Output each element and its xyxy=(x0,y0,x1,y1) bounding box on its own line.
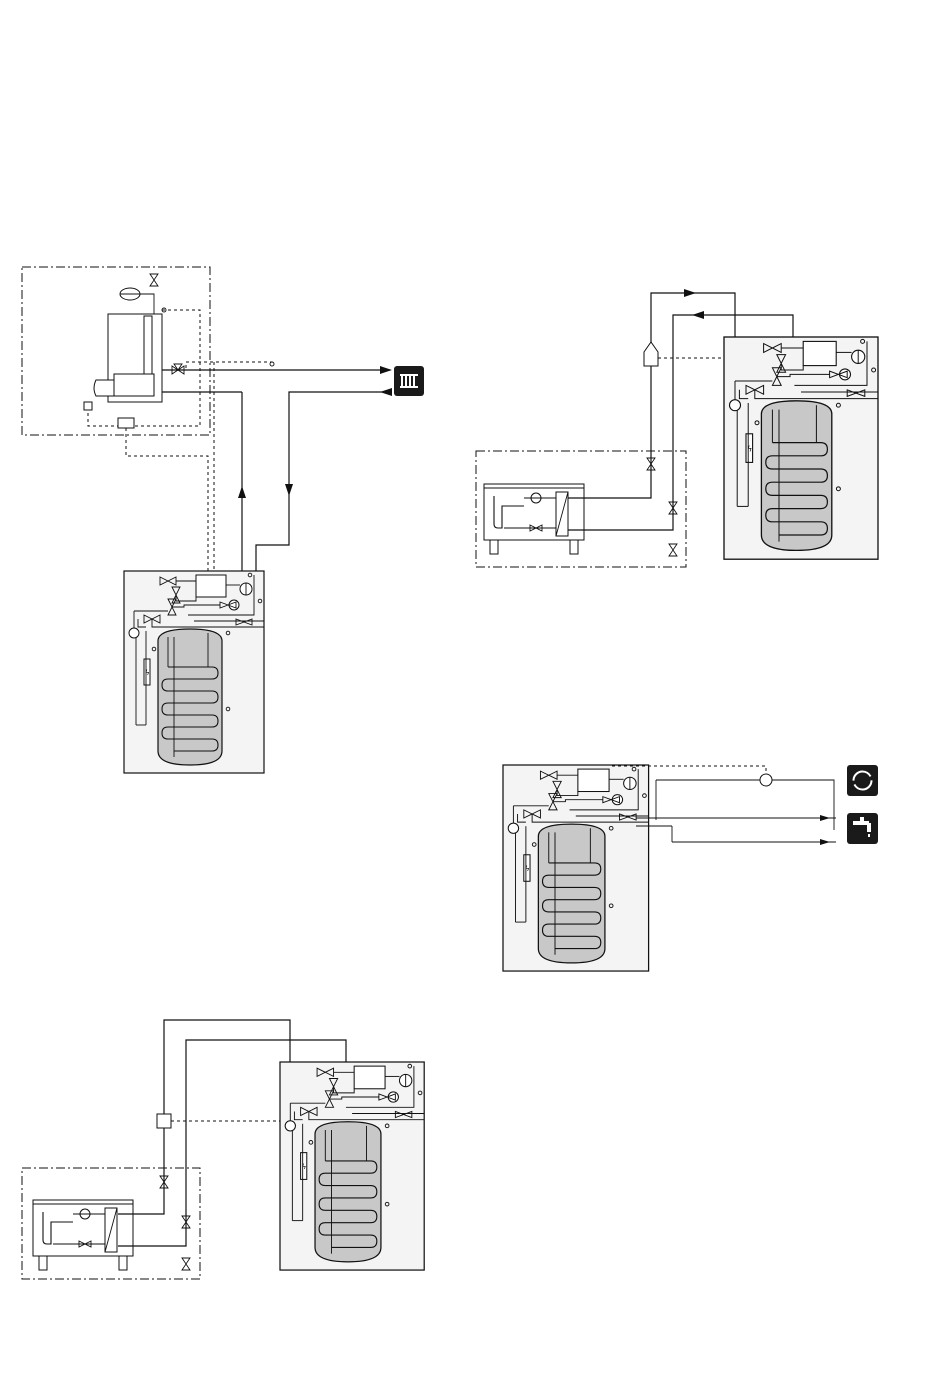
storage-tank-unit-3 xyxy=(503,765,649,971)
junction-box-icon xyxy=(157,1114,171,1128)
storage-tank-unit-4 xyxy=(280,1062,424,1270)
dhw-circulation-diagram xyxy=(503,765,878,971)
ground-collector-diagram xyxy=(22,1020,424,1279)
circulation-pump xyxy=(760,774,772,786)
brine-unit-1 xyxy=(484,484,584,554)
boiler-radiator-diagram xyxy=(22,267,424,773)
storage-tank-unit-2 xyxy=(724,337,878,559)
tap-water-icon xyxy=(847,813,878,844)
ground-source-diagram xyxy=(476,289,878,567)
storage-tank-unit-1 xyxy=(124,571,264,773)
circulation-icon xyxy=(847,765,878,796)
outdoor-sensor-icon xyxy=(644,342,658,366)
radiator-icon xyxy=(394,366,424,396)
brine-unit-2 xyxy=(33,1200,133,1270)
